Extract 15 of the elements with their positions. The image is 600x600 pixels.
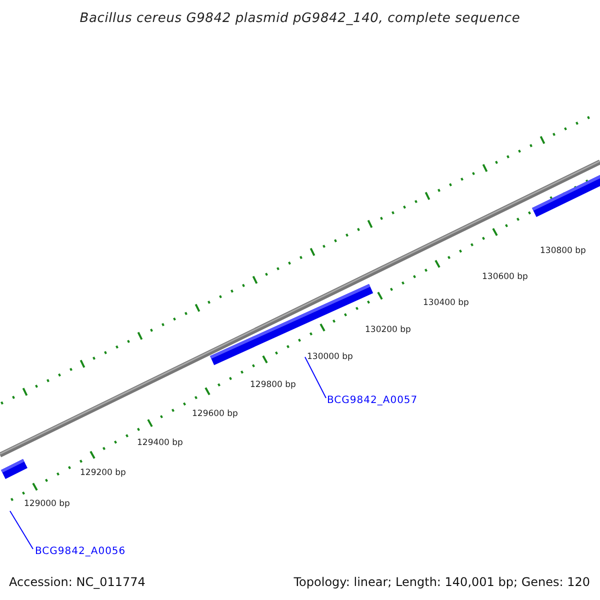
gene-label: BCG9842_A0056 <box>35 547 126 557</box>
leader-line <box>10 510 34 550</box>
scale-label: 130200 bp <box>365 326 411 334</box>
scale-label: 129600 bp <box>192 410 238 418</box>
scale-label: 130400 bp <box>423 299 469 308</box>
gene-bar <box>1 459 28 479</box>
footer-text: Accession: NC_011774 <box>9 576 146 588</box>
scale-label: 130600 bp <box>482 273 528 282</box>
gene-bar <box>532 175 600 217</box>
scale-label: 129200 bp <box>80 469 126 478</box>
scale-label: 130000 bp <box>307 353 353 362</box>
footer-text: Topology: linear; Length: 140,001 bp; Genes: 120 <box>294 576 590 588</box>
scale-label: 129400 bp <box>137 439 183 448</box>
title: Bacillus cereus G9842 plasmid pG9842_140, complete sequence <box>78 12 522 25</box>
gene-label: BCG9842_A0057 <box>327 396 418 406</box>
